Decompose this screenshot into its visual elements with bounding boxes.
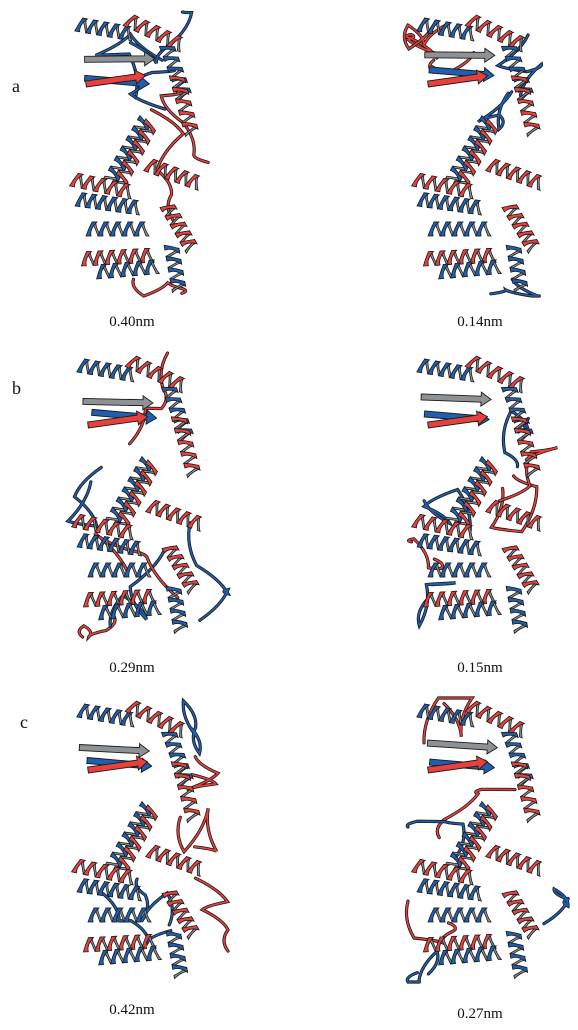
- rmsd-caption-c-right: 0.27nm: [420, 1006, 540, 1023]
- rmsd-caption-a-left: 0.40nm: [72, 314, 192, 331]
- row-label-c: c: [20, 712, 28, 733]
- row-label-a: a: [12, 76, 20, 97]
- ribbon-panel-c-left: [58, 690, 238, 990]
- ribbon-panel-c-right: [398, 690, 578, 990]
- rmsd-caption-b-right: 0.15nm: [420, 660, 540, 677]
- ribbon-panel-b-left: [58, 345, 238, 645]
- ribbon-panel-a-left: [56, 4, 236, 304]
- ribbon-panel-a-right: [398, 4, 578, 304]
- row-label-b: b: [12, 378, 21, 399]
- rmsd-caption-a-right: 0.14nm: [420, 314, 540, 331]
- rmsd-caption-b-left: 0.29nm: [72, 660, 192, 677]
- rmsd-caption-c-left: 0.42nm: [72, 1002, 192, 1019]
- ribbon-panel-b-right: [398, 345, 578, 645]
